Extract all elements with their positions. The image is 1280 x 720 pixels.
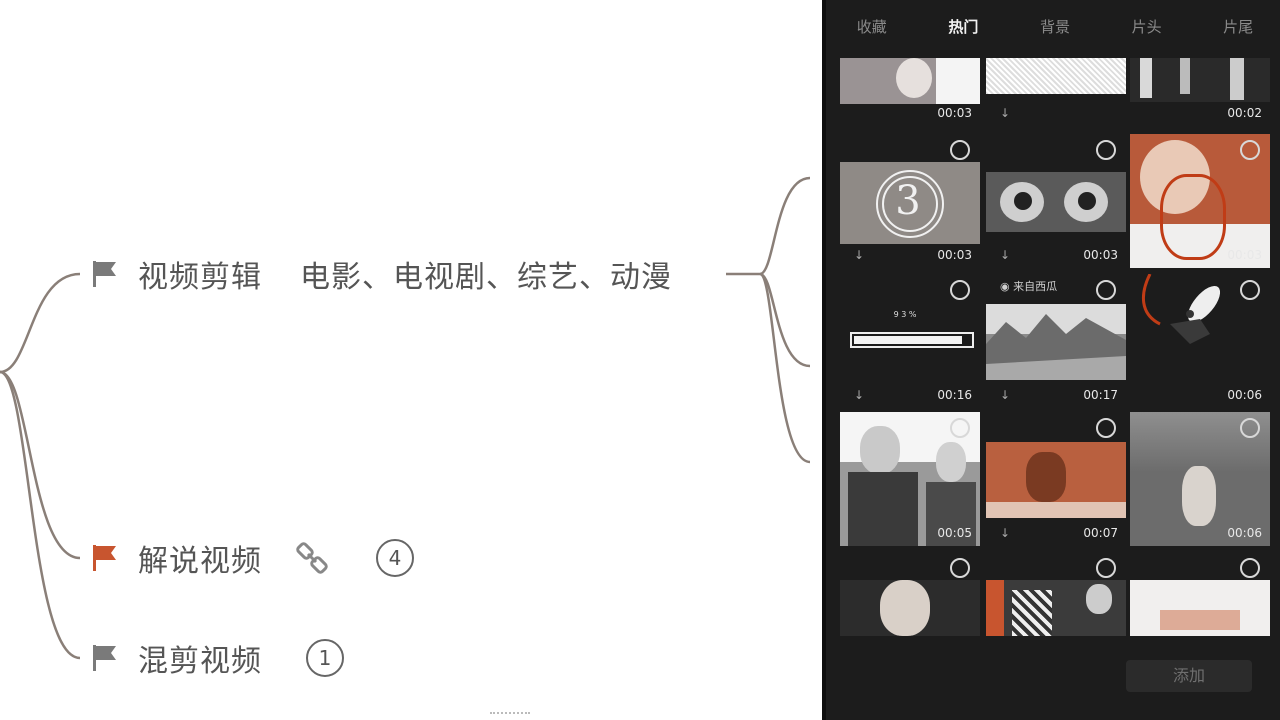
clip-duration: 00:17 [1083, 388, 1118, 402]
node-extra-text: 电影、电视剧、综艺、动漫 [300, 260, 672, 295]
download-icon[interactable]: ↓ [1000, 388, 1011, 402]
countdown-digit: 3 [895, 178, 921, 224]
clip-tile[interactable]: 00:03 [840, 0, 980, 126]
clip-tile[interactable]: ↓ 00:07 [986, 412, 1126, 546]
clip-tile[interactable]: 3 ↓ 00:03 [840, 134, 980, 268]
clip-duration: 00:03 [937, 248, 972, 262]
clip-thumbnail [986, 580, 1126, 636]
clip-tile[interactable]: 00:02 [1130, 0, 1270, 126]
select-circle[interactable] [1096, 280, 1116, 300]
select-circle[interactable] [1240, 558, 1260, 578]
tab-outro[interactable]: 片尾 [1223, 18, 1254, 36]
clip-thumbnail [986, 442, 1126, 518]
download-icon[interactable]: ↓ [854, 388, 865, 402]
flag-icon [93, 645, 116, 671]
flag-icon [93, 545, 116, 571]
download-icon[interactable]: ↓ [1000, 106, 1011, 120]
clip-tile[interactable]: 00:05 [840, 412, 980, 546]
clip-tile[interactable]: 00:03 [1130, 134, 1270, 268]
clip-thumbnail [1130, 580, 1270, 636]
download-icon[interactable]: ↓ [854, 248, 865, 262]
branch-line [0, 370, 81, 660]
clip-tile[interactable] [1130, 552, 1270, 686]
clip-duration: 00:16 [937, 388, 972, 402]
clip-duration: 00:05 [937, 526, 972, 540]
clip-thumbnail [1130, 274, 1270, 364]
progress-text: 9 3 % [893, 310, 917, 319]
node-label: 视频剪辑 [138, 260, 262, 295]
select-circle[interactable] [1096, 418, 1116, 438]
download-icon[interactable]: ↓ [1000, 526, 1011, 540]
category-tabs: 收藏 热门 背景 片头 片尾 [826, 0, 1280, 54]
scroll-hint [490, 712, 530, 718]
add-button[interactable]: 添加 [1126, 660, 1252, 692]
mindmap-node-commentary-video[interactable]: 解说视频 4 [90, 536, 414, 580]
branch-line [0, 370, 81, 560]
clip-thumbnail [840, 58, 980, 104]
clip-thumbnail [840, 412, 980, 546]
clip-tile[interactable]: ↓ 00:03 [986, 134, 1126, 268]
clip-thumbnail [986, 304, 1126, 380]
source-tag: ◉ 来自西瓜 [1000, 280, 1058, 293]
clip-tile[interactable]: 00:06 [1130, 274, 1270, 408]
progress-bar [850, 332, 974, 348]
branch-line [758, 272, 811, 464]
clip-tile[interactable]: 9 3 % ↓ 00:16 [840, 274, 980, 408]
clip-duration: 00:02 [1227, 106, 1262, 120]
count-badge: 1 [306, 639, 344, 677]
clip-tile[interactable]: 00:06 [1130, 412, 1270, 546]
select-circle[interactable] [950, 140, 970, 160]
clip-tile[interactable] [986, 552, 1126, 686]
clip-thumbnail [986, 172, 1126, 232]
tab-background[interactable]: 背景 [1039, 18, 1070, 36]
tab-favorites[interactable]: 收藏 [856, 18, 887, 36]
count-badge: 4 [376, 539, 414, 577]
clip-thumbnail: 9 3 % [840, 310, 980, 360]
link-icon[interactable] [292, 538, 332, 578]
rocket-icon [1141, 274, 1221, 344]
tab-hot[interactable]: 热门 [948, 18, 979, 36]
download-icon[interactable]: ↓ [1000, 248, 1011, 262]
clip-thumbnail [986, 58, 1126, 94]
clip-thumbnail [840, 580, 980, 636]
clip-duration: 00:07 [1083, 526, 1118, 540]
clip-duration: 00:06 [1227, 388, 1262, 402]
node-label: 混剪视频 [138, 644, 262, 679]
clip-duration: 00:06 [1227, 526, 1262, 540]
select-circle[interactable] [950, 558, 970, 578]
select-circle[interactable] [950, 280, 970, 300]
select-circle[interactable] [1096, 140, 1116, 160]
branch-line [0, 272, 81, 374]
tab-intro[interactable]: 片头 [1131, 18, 1162, 36]
mindmap-branches [0, 176, 811, 660]
flag-icon [93, 261, 116, 287]
material-library-panel: 收藏 热门 背景 片头 片尾 00:03 ↓ 00:02 3 ↓ [822, 0, 1280, 720]
clip-tile[interactable]: ◉ 来自西瓜 ↓ 00:17 [986, 274, 1126, 408]
node-label: 解说视频 [138, 544, 262, 579]
clip-duration: 00:03 [1083, 248, 1118, 262]
clip-tile[interactable]: ↓ [986, 0, 1126, 126]
select-circle[interactable] [1096, 558, 1116, 578]
branch-line [759, 176, 811, 276]
source-label: 来自西瓜 [1013, 280, 1058, 293]
mindmap-node-video-editing[interactable]: 视频剪辑 电影、电视剧、综艺、动漫 [90, 252, 672, 296]
clip-tile[interactable] [840, 552, 980, 686]
select-circle[interactable] [950, 418, 970, 438]
select-circle[interactable] [1240, 418, 1260, 438]
select-circle[interactable] [1240, 140, 1260, 160]
clip-duration: 00:03 [1227, 248, 1262, 262]
clip-thumbnail: 3 [840, 162, 980, 244]
clip-duration: 00:03 [937, 106, 972, 120]
select-circle[interactable] [1240, 280, 1260, 300]
mindmap-node-mashup-video[interactable]: 混剪视频 1 [90, 636, 344, 680]
clip-thumbnail [1130, 58, 1270, 102]
